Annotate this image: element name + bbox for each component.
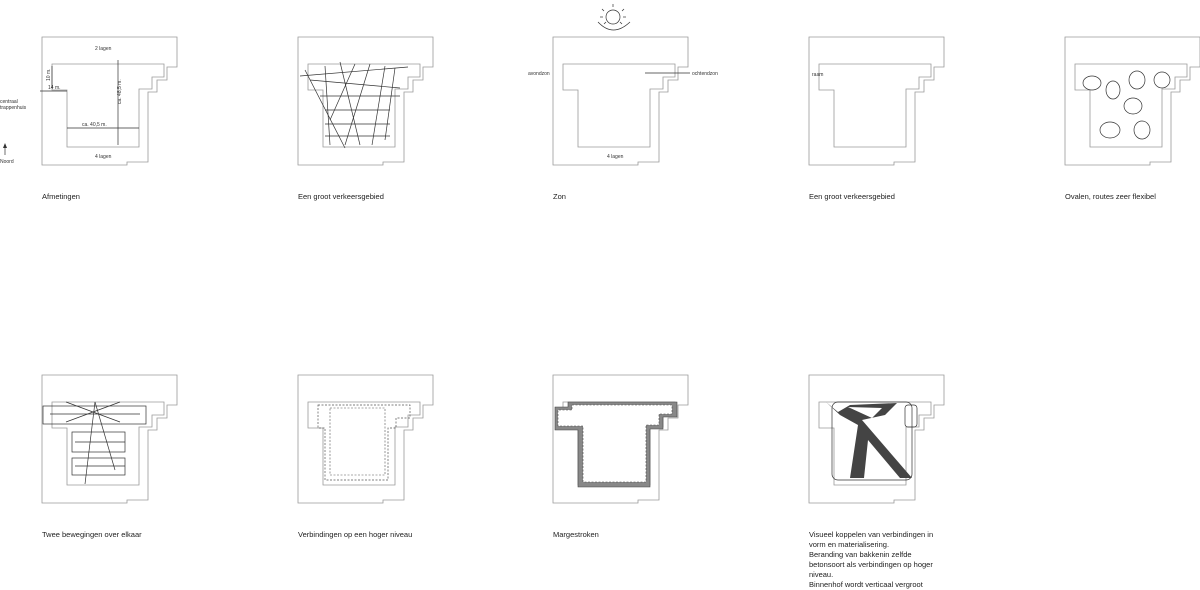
plan-verbindingen-hoger — [297, 374, 434, 504]
label-centraal: centraal — [0, 99, 18, 105]
dim-48m: ca. 48,5 m. — [117, 79, 123, 104]
label-trappenhuis: trappenhuis — [0, 105, 27, 111]
plan-visueel-koppelen — [808, 374, 945, 504]
caption-afmetingen: Afmetingen — [42, 192, 80, 201]
caption-line-1: Visueel koppelen van verbindingen in vor… — [809, 530, 934, 549]
plan-twee-bewegingen — [41, 374, 178, 504]
plan-margestroken — [552, 374, 689, 504]
sun-icon — [605, 9, 621, 25]
diagram-sheet: 2 lagen 4 lagen 10 m. 14 m. ca. 48,5 m. … — [0, 4, 1200, 504]
dim-14m: 14 m. — [48, 85, 61, 91]
label-ochtendzon: ochtendzon — [692, 71, 718, 77]
label-4-lagen: 4 lagen — [95, 154, 112, 160]
caption-line-3: Binnenhof wordt verticaal vergroot — [809, 580, 923, 589]
caption-ovalen: Ovalen, routes zeer flexibel — [1065, 192, 1156, 201]
caption-line-2: Beranding van bakkenin zelfde betonsoort… — [809, 550, 933, 579]
caption-verkeersgebied-1: Een groot verkeersgebied — [298, 192, 384, 201]
plan-verkeersgebied-open: raam — [808, 36, 945, 166]
caption-twee-bewegingen: Twee bewegingen over elkaar — [42, 530, 142, 539]
plan-afmetingen: 2 lagen 4 lagen 10 m. 14 m. ca. 48,5 m. … — [0, 36, 178, 166]
label-avondzon: avondzon — [528, 71, 550, 77]
label-noord: Noord — [0, 159, 14, 165]
plan-zon: avondzon ochtendzon 4 lagen — [528, 4, 718, 166]
caption-visueel-koppelen: Visueel koppelen van verbindingen in vor… — [809, 530, 949, 590]
dim-10m: 10 m. — [46, 68, 52, 81]
plan-ovalen — [1064, 36, 1200, 166]
label-raam: raam — [812, 72, 823, 78]
caption-verkeersgebied-2: Een groot verkeersgebied — [809, 192, 895, 201]
caption-margestroken: Margestroken — [553, 530, 599, 539]
caption-verbindingen-hoger: Verbindingen op een hoger niveau — [298, 530, 413, 539]
dim-40m: ca. 40,5 m. — [82, 122, 107, 128]
caption-zon: Zon — [553, 192, 566, 201]
label-zon-4-lagen: 4 lagen — [607, 154, 624, 160]
plan-verkeersgebied-arrows — [297, 36, 434, 166]
label-2-lagen: 2 lagen — [95, 46, 112, 52]
